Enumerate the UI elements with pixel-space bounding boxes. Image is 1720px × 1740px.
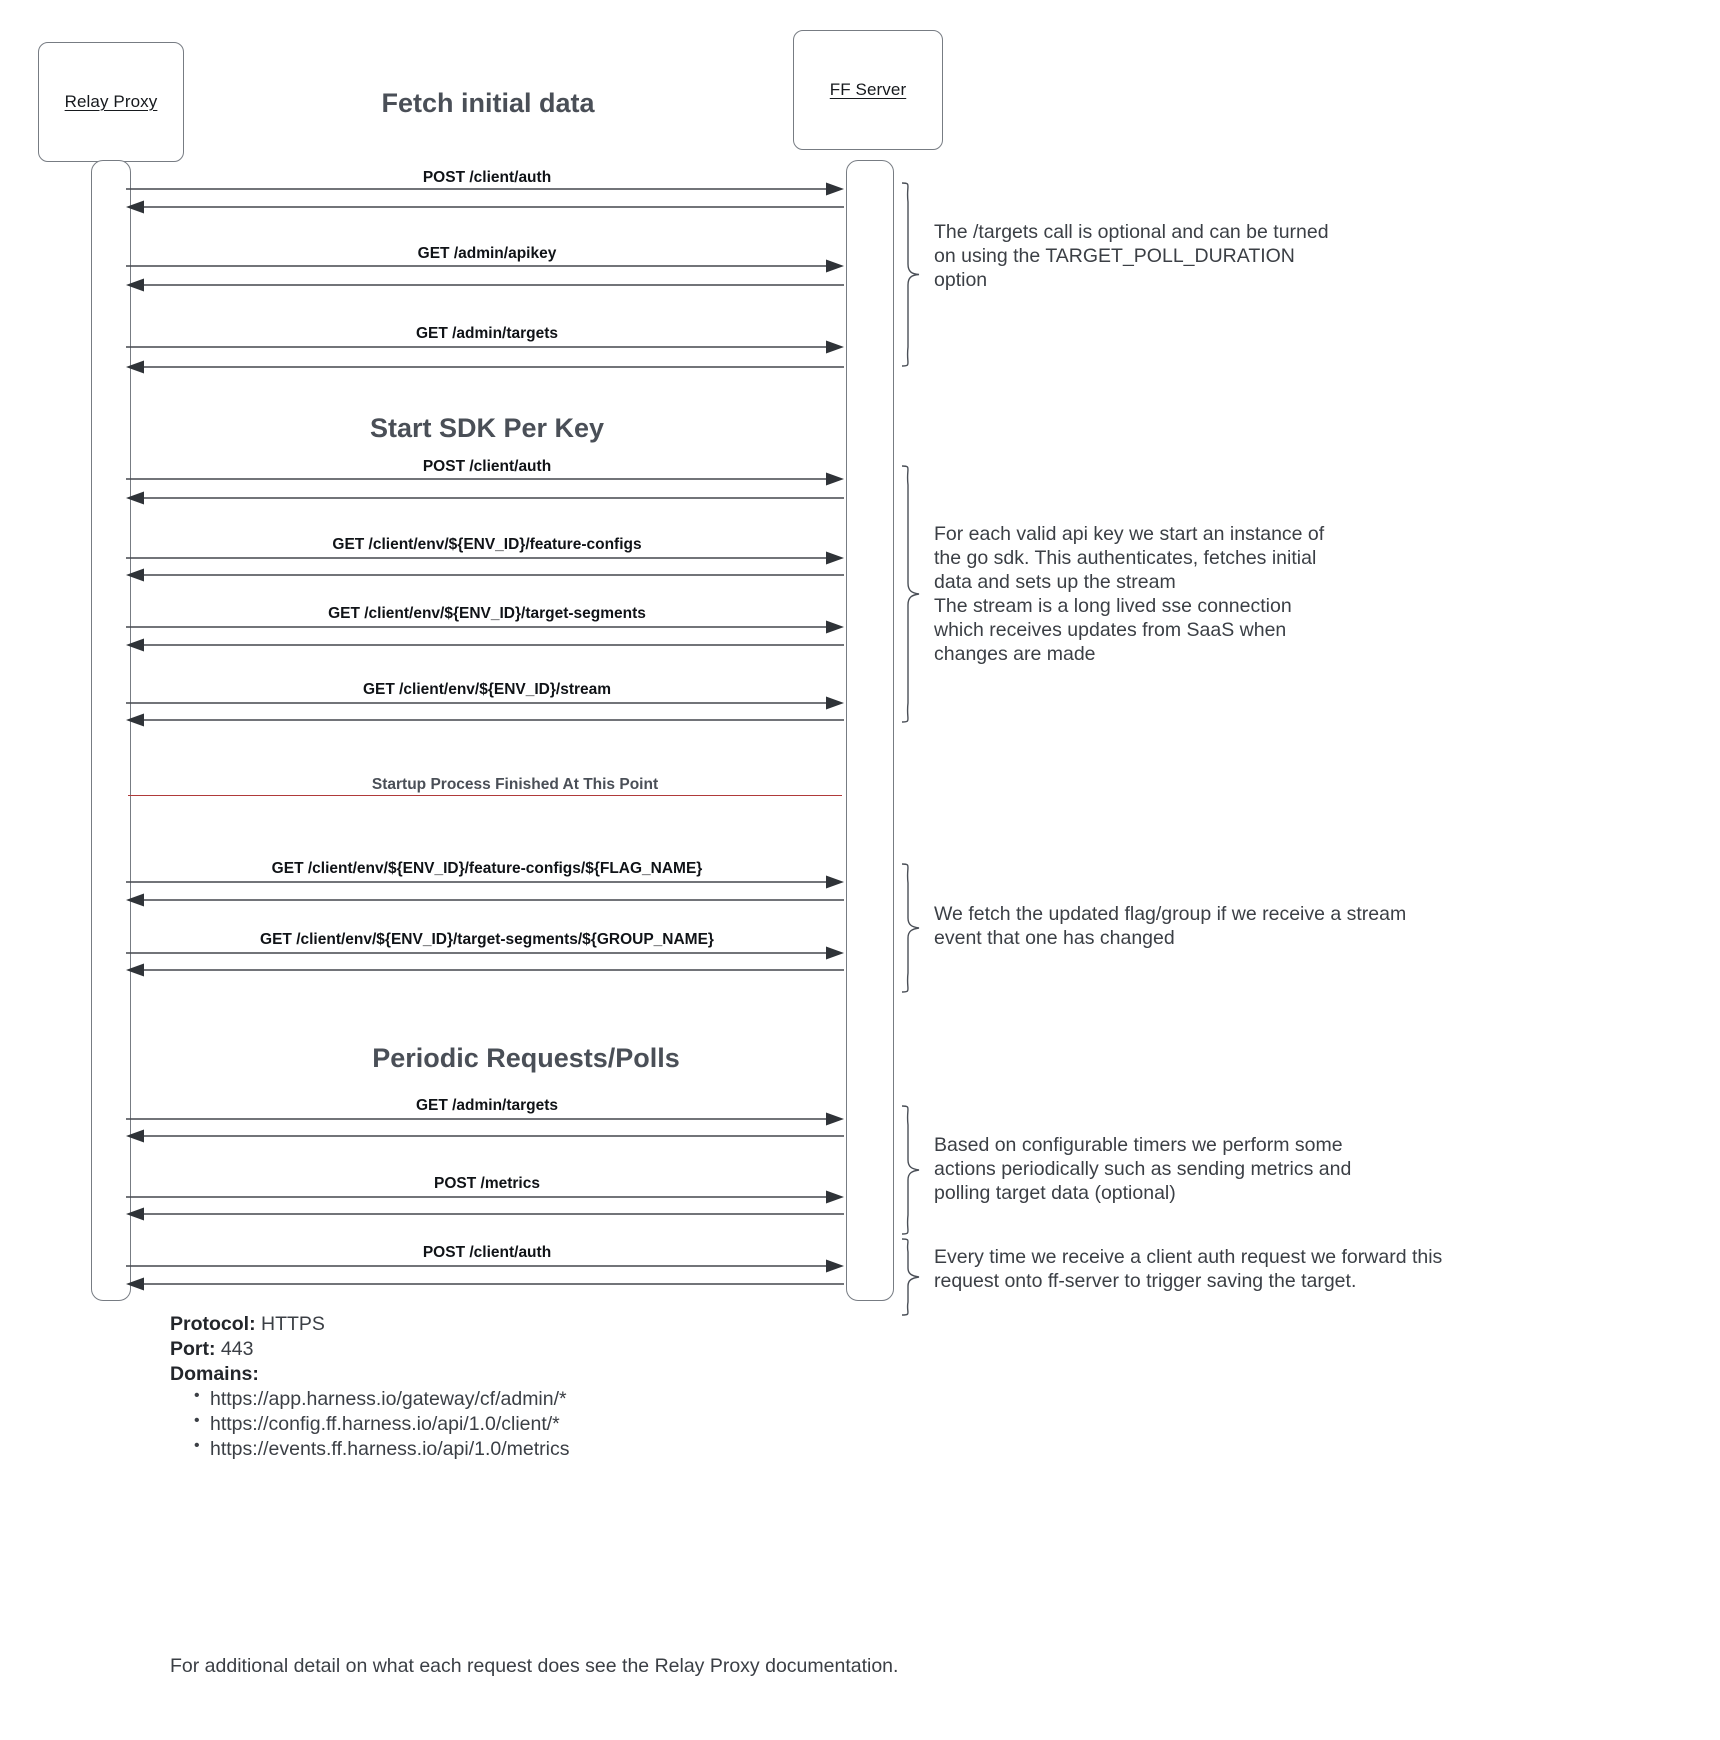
- message-label-m2: GET /admin/apikey: [417, 245, 557, 262]
- arrow-response-m3: [126, 360, 844, 374]
- list-item: https://config.ff.harness.io/api/1.0/cli…: [194, 1411, 870, 1437]
- message-label-m8: GET /client/env/${ENV_ID}/feature-config…: [271, 860, 703, 877]
- footer-domain-list: https://app.harness.io/gateway/cf/admin/…: [170, 1386, 870, 1462]
- arrow-response-m9: [126, 963, 844, 977]
- arrow-request-m2: [126, 259, 844, 273]
- footer-port-key: Port:: [170, 1337, 216, 1360]
- arrow-request-m12: [126, 1259, 844, 1273]
- brace-note-sdk-instance: [898, 465, 922, 723]
- lifeline-ff-server: [846, 160, 894, 1301]
- actor-box-relay-proxy: Relay Proxy: [38, 42, 184, 162]
- message-label-m10: GET /admin/targets: [415, 1097, 559, 1114]
- arrow-response-m6: [126, 638, 844, 652]
- section-title-start-sdk-per-key: Start SDK Per Key: [369, 413, 605, 443]
- note-client-auth-forward: Every time we receive a client auth requ…: [934, 1246, 1443, 1292]
- arrow-request-m3: [126, 340, 844, 354]
- message-label-m9: GET /client/env/${ENV_ID}/target-segment…: [260, 931, 714, 948]
- arrow-request-m8: [126, 875, 844, 889]
- footer-domains-key: Domains:: [170, 1362, 259, 1385]
- arrow-response-m12: [126, 1277, 844, 1291]
- separator-label: Startup Process Finished At This Point: [371, 776, 659, 793]
- brace-note-targets-optional: [898, 182, 922, 367]
- footer-closing-note: For additional detail on what each reque…: [170, 1655, 899, 1677]
- actor-label-relay-proxy: Relay Proxy: [64, 92, 158, 111]
- arrow-response-m5: [126, 568, 844, 582]
- message-label-m11: POST /metrics: [434, 1175, 540, 1192]
- section-title-fetch-initial-data: Fetch initial data: [381, 88, 595, 118]
- note-sdk-instance: For each valid api key we start an insta…: [934, 523, 1325, 665]
- arrow-request-m1: [126, 182, 844, 196]
- footer-protocol-value: HTTPS: [261, 1313, 325, 1335]
- arrow-request-m10: [126, 1112, 844, 1126]
- separator-line: [128, 795, 842, 796]
- arrow-request-m5: [126, 551, 844, 565]
- footer-protocol-key: Protocol:: [170, 1313, 256, 1335]
- arrow-response-m11: [126, 1207, 844, 1221]
- message-label-m6: GET /client/env/${ENV_ID}/target-segment…: [328, 605, 646, 622]
- footer-connection-details: Protocol: HTTPS Port: 443 Domains: https…: [170, 1312, 870, 1462]
- brace-note-periodic-timers: [898, 1105, 922, 1235]
- section-title-periodic-requests-polls: Periodic Requests/Polls: [372, 1043, 680, 1073]
- arrow-response-m1: [126, 200, 844, 214]
- footer-port-row: Port: 443: [170, 1337, 870, 1362]
- lifeline-relay-proxy: [91, 160, 131, 1301]
- note-periodic-timers: Based on configurable timers we perform …: [934, 1134, 1352, 1204]
- list-item: https://events.ff.harness.io/api/1.0/met…: [194, 1436, 870, 1462]
- actor-label-ff-server: FF Server: [829, 80, 907, 99]
- arrow-response-m10: [126, 1129, 844, 1143]
- message-label-m5: GET /client/env/${ENV_ID}/feature-config…: [332, 536, 642, 553]
- brace-note-client-auth-forward: [898, 1238, 922, 1316]
- note-targets-optional: The /targets call is optional and can be…: [934, 221, 1329, 291]
- arrow-response-m7: [126, 713, 844, 727]
- list-item: https://app.harness.io/gateway/cf/admin/…: [194, 1386, 870, 1412]
- actor-box-ff-server: FF Server: [793, 30, 943, 150]
- message-label-m3: GET /admin/targets: [415, 325, 559, 342]
- arrow-response-m2: [126, 278, 844, 292]
- message-label-m1: POST /client/auth: [422, 169, 552, 186]
- message-label-m7: GET /client/env/${ENV_ID}/stream: [362, 681, 612, 698]
- message-label-m4: POST /client/auth: [422, 458, 552, 475]
- footer-domains-row: Domains:: [170, 1362, 870, 1387]
- arrow-request-m4: [126, 472, 844, 486]
- arrow-response-m8: [126, 893, 844, 907]
- note-stream-update: We fetch the updated flag/group if we re…: [934, 903, 1407, 949]
- arrow-request-m6: [126, 620, 844, 634]
- brace-note-stream-update: [898, 863, 922, 993]
- footer-protocol-row: Protocol: HTTPS: [170, 1312, 870, 1337]
- arrow-request-m7: [126, 696, 844, 710]
- footer-port-value: 443: [220, 1337, 254, 1360]
- arrow-request-m9: [126, 946, 844, 960]
- arrow-response-m4: [126, 491, 844, 505]
- message-label-m12: POST /client/auth: [422, 1244, 552, 1261]
- arrow-request-m11: [126, 1190, 844, 1204]
